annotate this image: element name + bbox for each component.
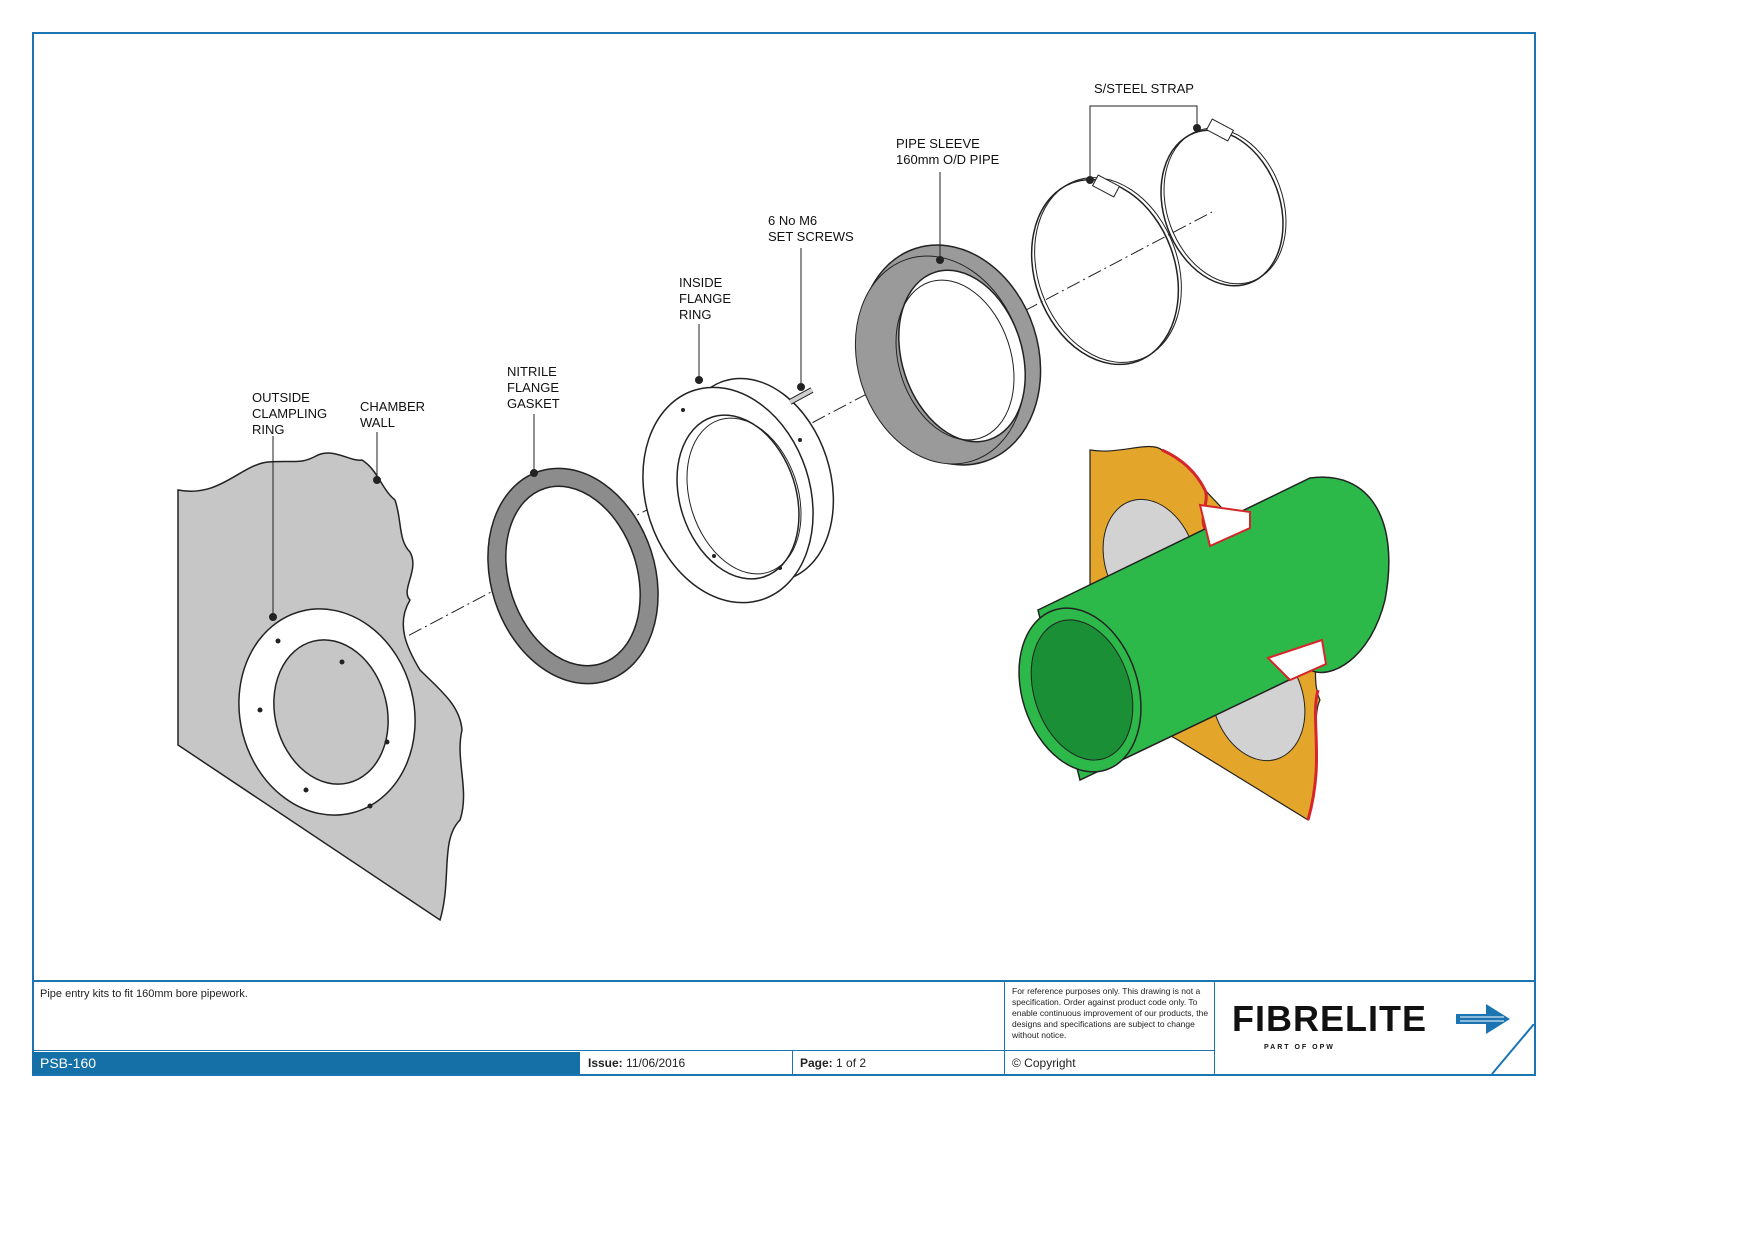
label-nitrile-gasket: NITRILE FLANGE GASKET [507,364,560,411]
corner-chamfer [1491,1024,1535,1075]
drawing-frame [32,32,1536,1076]
pipe-sleeve [854,244,1042,466]
page-value: 1 of 2 [836,1056,867,1070]
issue-value: 11/06/2016 [626,1056,686,1070]
issue-cell: Issue: 11/06/2016 [588,1056,685,1070]
issue-label: Issue: [588,1056,623,1070]
drawing-code: PSB-160 [40,1055,97,1071]
logo-arrow-icon [1456,1004,1510,1034]
label-inside-flange-ring: INSIDE FLANGE RING [679,275,732,322]
leader-lines [269,105,1201,621]
label-outside-clamping-ring: OUTSIDE CLAMPLING RING [252,390,328,437]
nitrile-flange-gasket [487,467,659,685]
copyright-text: © Copyright [1012,1056,1076,1070]
set-screw [788,387,814,405]
steel-strap-1 [1030,174,1182,366]
label-chamber-wall: CHAMBER WALL [360,399,426,430]
logo-subtitle: PART OF OPW [1264,1044,1335,1051]
steel-strap-2 [1160,118,1287,287]
label-set-screws: 6 No M6 SET SCREWS [768,213,854,244]
exploded-assembly-drawing [177,105,1390,922]
assembled-view [1018,445,1390,821]
page-cell: Page: 1 of 2 [800,1056,866,1070]
title-block: Pipe entry kits to fit 160mm bore pipewo… [32,980,1536,1076]
description-text: Pipe entry kits to fit 160mm bore pipewo… [40,988,248,1000]
outside-clamping-ring [238,608,416,816]
label-pipe-sleeve: PIPE SLEEVE 160mm O/D PIPE [896,136,1000,167]
drawing-code-bar: PSB-160 [32,1052,580,1074]
label-steel-strap: S/STEEL STRAP [1094,81,1194,96]
fibrelite-logo: FIBRELITE [1232,998,1427,1039]
inside-flange-ring [642,377,835,604]
page-label: Page: [800,1056,833,1070]
disclaimer-text: For reference purposes only. This drawin… [1012,986,1209,1040]
